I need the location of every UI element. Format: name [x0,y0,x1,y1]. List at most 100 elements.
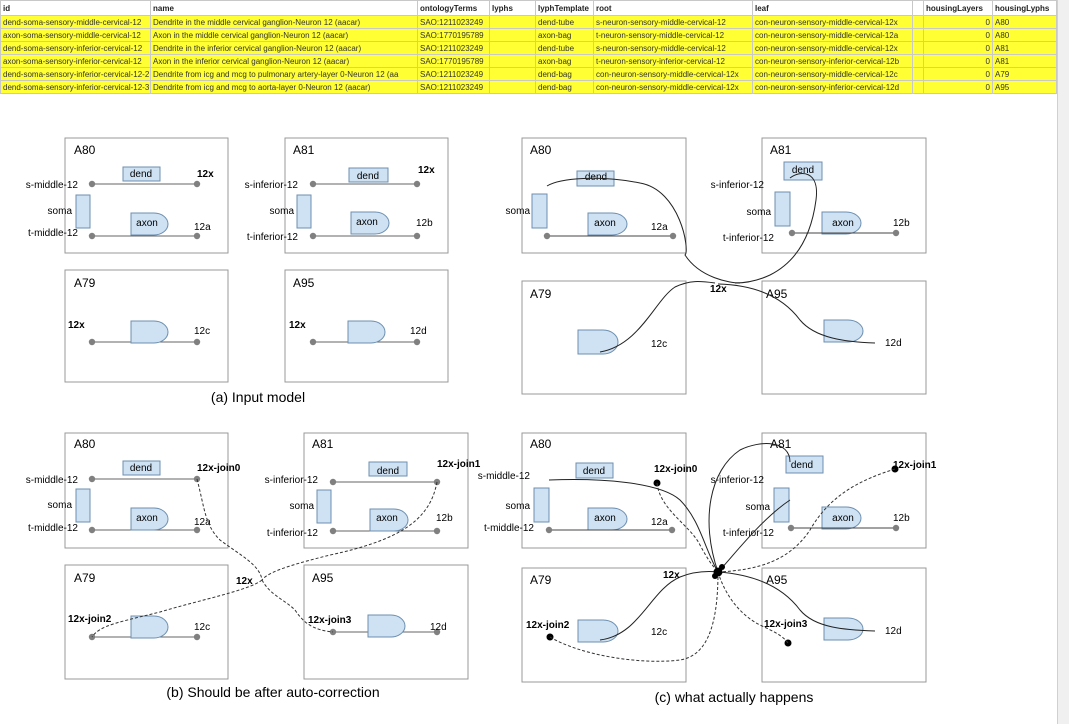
cell-name[interactable]: Axon in the inferior cervical ganglion-N… [150,54,418,68]
box-label-A81: A81 [770,143,792,157]
cell-root[interactable]: t-neuron-sensory-inferior-cervical-12 [593,54,753,68]
cell-root[interactable]: s-neuron-sensory-middle-cervical-12 [593,41,753,55]
box-label-A81: A81 [770,437,792,451]
cell-name[interactable]: Dendrite in the inferior cervical gangli… [150,41,418,55]
dend-label: dend [377,466,399,477]
soma-label: soma [48,500,73,511]
node-label-s-middle: s-middle-12 [26,180,79,191]
col-header-lyph-template[interactable]: lyphTemplate [535,0,594,16]
dend-label: dend [585,172,607,183]
panel-c: A80 A81 A79 A95 dend axon soma s-middle-… [478,432,937,705]
col-header-id[interactable]: id [0,0,151,16]
cell-name[interactable]: Axon in the middle cervical ganglion-Neu… [150,28,418,42]
cell-lyph-template[interactable]: dend-bag [535,80,594,94]
cell-lyphs[interactable] [489,67,536,81]
axon-label: axon [136,218,158,229]
node-label-t-middle: t-middle-12 [28,523,78,534]
box-label-A79: A79 [74,276,96,290]
box-label-A95: A95 [766,287,788,301]
node-label-join2: 12x-join2 [68,614,112,625]
spreadsheet: id name ontologyTerms lyphs lyphTemplate… [0,0,1057,94]
node-label-s-inferior: s-inferior-12 [245,180,299,191]
node-label-join1: 12x-join1 [437,459,481,470]
soma-label: soma [506,206,531,217]
box-label-A79: A79 [74,571,96,585]
cell-id[interactable]: dend-soma-sensory-inferior-cervical-12-3 [0,80,151,94]
panel-a: A80 dend axon soma s-middle-12 t-middle-… [26,137,449,405]
node-label-t-middle: t-middle-12 [484,523,534,534]
node-label-12b: 12b [416,218,433,229]
cell-ontology-terms[interactable]: SAO:1211023249 [417,15,490,29]
cell-housing-lyphs[interactable]: A95 [992,80,1057,94]
panel-a-right: A80 A81 A79 A95 dend axon soma 12a dend … [506,137,927,395]
box-A81 [284,137,449,254]
box-label-A80: A80 [530,143,552,157]
cell-housing-layers[interactable]: 0 [923,80,993,94]
dend-label: dend [130,463,152,474]
node-label-12x: 12x [663,570,680,581]
cell-housing-lyphs[interactable]: A81 [992,54,1057,68]
cell-name[interactable]: Dendrite in the middle cervical ganglion… [150,15,418,29]
box-label-A80: A80 [74,143,96,157]
node-label-12x: 12x [197,169,214,180]
cell-name[interactable]: Dendrite from icg and mcg to aorta-layer… [150,80,418,94]
cell-id[interactable]: dend-soma-sensory-inferior-cervical-12-2 [0,67,151,81]
node-label-join1: 12x-join1 [893,460,937,471]
cell-id[interactable]: axon-soma-sensory-middle-cervical-12 [0,28,151,42]
box-label-A79: A79 [530,573,552,587]
box-label-A95: A95 [766,573,788,587]
cell-lyph-template[interactable]: dend-tube [535,41,594,55]
cell-root[interactable]: s-neuron-sensory-middle-cervical-12 [593,15,753,29]
cell-ontology-terms[interactable]: SAO:1211023249 [417,80,490,94]
node-label-12a: 12a [194,222,211,233]
node-label-12c: 12c [194,622,210,633]
axon-label: axon [376,513,398,524]
dend-label: dend [130,169,152,180]
cell-id[interactable]: dend-soma-sensory-inferior-cervical-12 [0,41,151,55]
cell-leaf[interactable]: con-neuron-sensory-inferior-cervical-12d [752,80,913,94]
soma-label: soma [48,206,73,217]
soma-label: soma [290,501,315,512]
cell-ontology-terms[interactable]: SAO:1211023249 [417,41,490,55]
cell-lyphs[interactable] [489,80,536,94]
cell-housing-lyphs[interactable]: A79 [992,67,1057,81]
cell-root[interactable]: con-neuron-sensory-middle-cervical-12x [593,80,753,94]
box-label-A95: A95 [293,276,315,290]
table-row[interactable]: dend-soma-sensory-inferior-cervical-12-3… [0,80,1057,94]
dend-label: dend [791,460,813,471]
soma-shape [75,194,91,229]
box-label-A79: A79 [530,287,552,301]
node-label-12x: 12x [236,576,253,587]
node-label-12b: 12b [893,513,910,524]
caption-a: (a) Input model [211,389,305,405]
soma-label: soma [270,206,295,217]
node-label-12d: 12d [430,622,447,633]
box-label-A95: A95 [312,571,334,585]
cell-leaf[interactable]: con-neuron-sensory-middle-cervical-12x [752,15,913,29]
node-label-t-inferior: t-inferior-12 [267,528,319,539]
col-header-root[interactable]: root [593,0,753,16]
cell-housing-layers[interactable]: 0 [923,41,993,55]
node-label-12x: 12x [710,284,727,295]
col-header-name[interactable]: name [150,0,418,16]
node-label-12a: 12a [651,222,668,233]
cell-lyphs[interactable] [489,15,536,29]
soma-label: soma [506,501,531,512]
cell-ontology-terms[interactable]: SAO:1211023249 [417,67,490,81]
soma-label: soma [746,502,771,513]
node-label-t-inferior: t-inferior-12 [247,232,299,243]
cell-lyph-template[interactable]: dend-bag [535,67,594,81]
axon-label: axon [594,513,616,524]
cell-lyphs[interactable] [489,28,536,42]
cell-leaf[interactable]: con-neuron-sensory-middle-cervical-12a [752,28,913,42]
cell-blank[interactable] [912,80,924,94]
box-label-A80: A80 [74,437,96,451]
node-label-12a: 12a [651,517,668,528]
node-label-t-inferior: t-inferior-12 [723,528,775,539]
cell-housing-lyphs[interactable]: A80 [992,15,1057,29]
vertical-scrollbar[interactable] [1057,0,1069,724]
node-label-12d: 12d [885,338,902,349]
